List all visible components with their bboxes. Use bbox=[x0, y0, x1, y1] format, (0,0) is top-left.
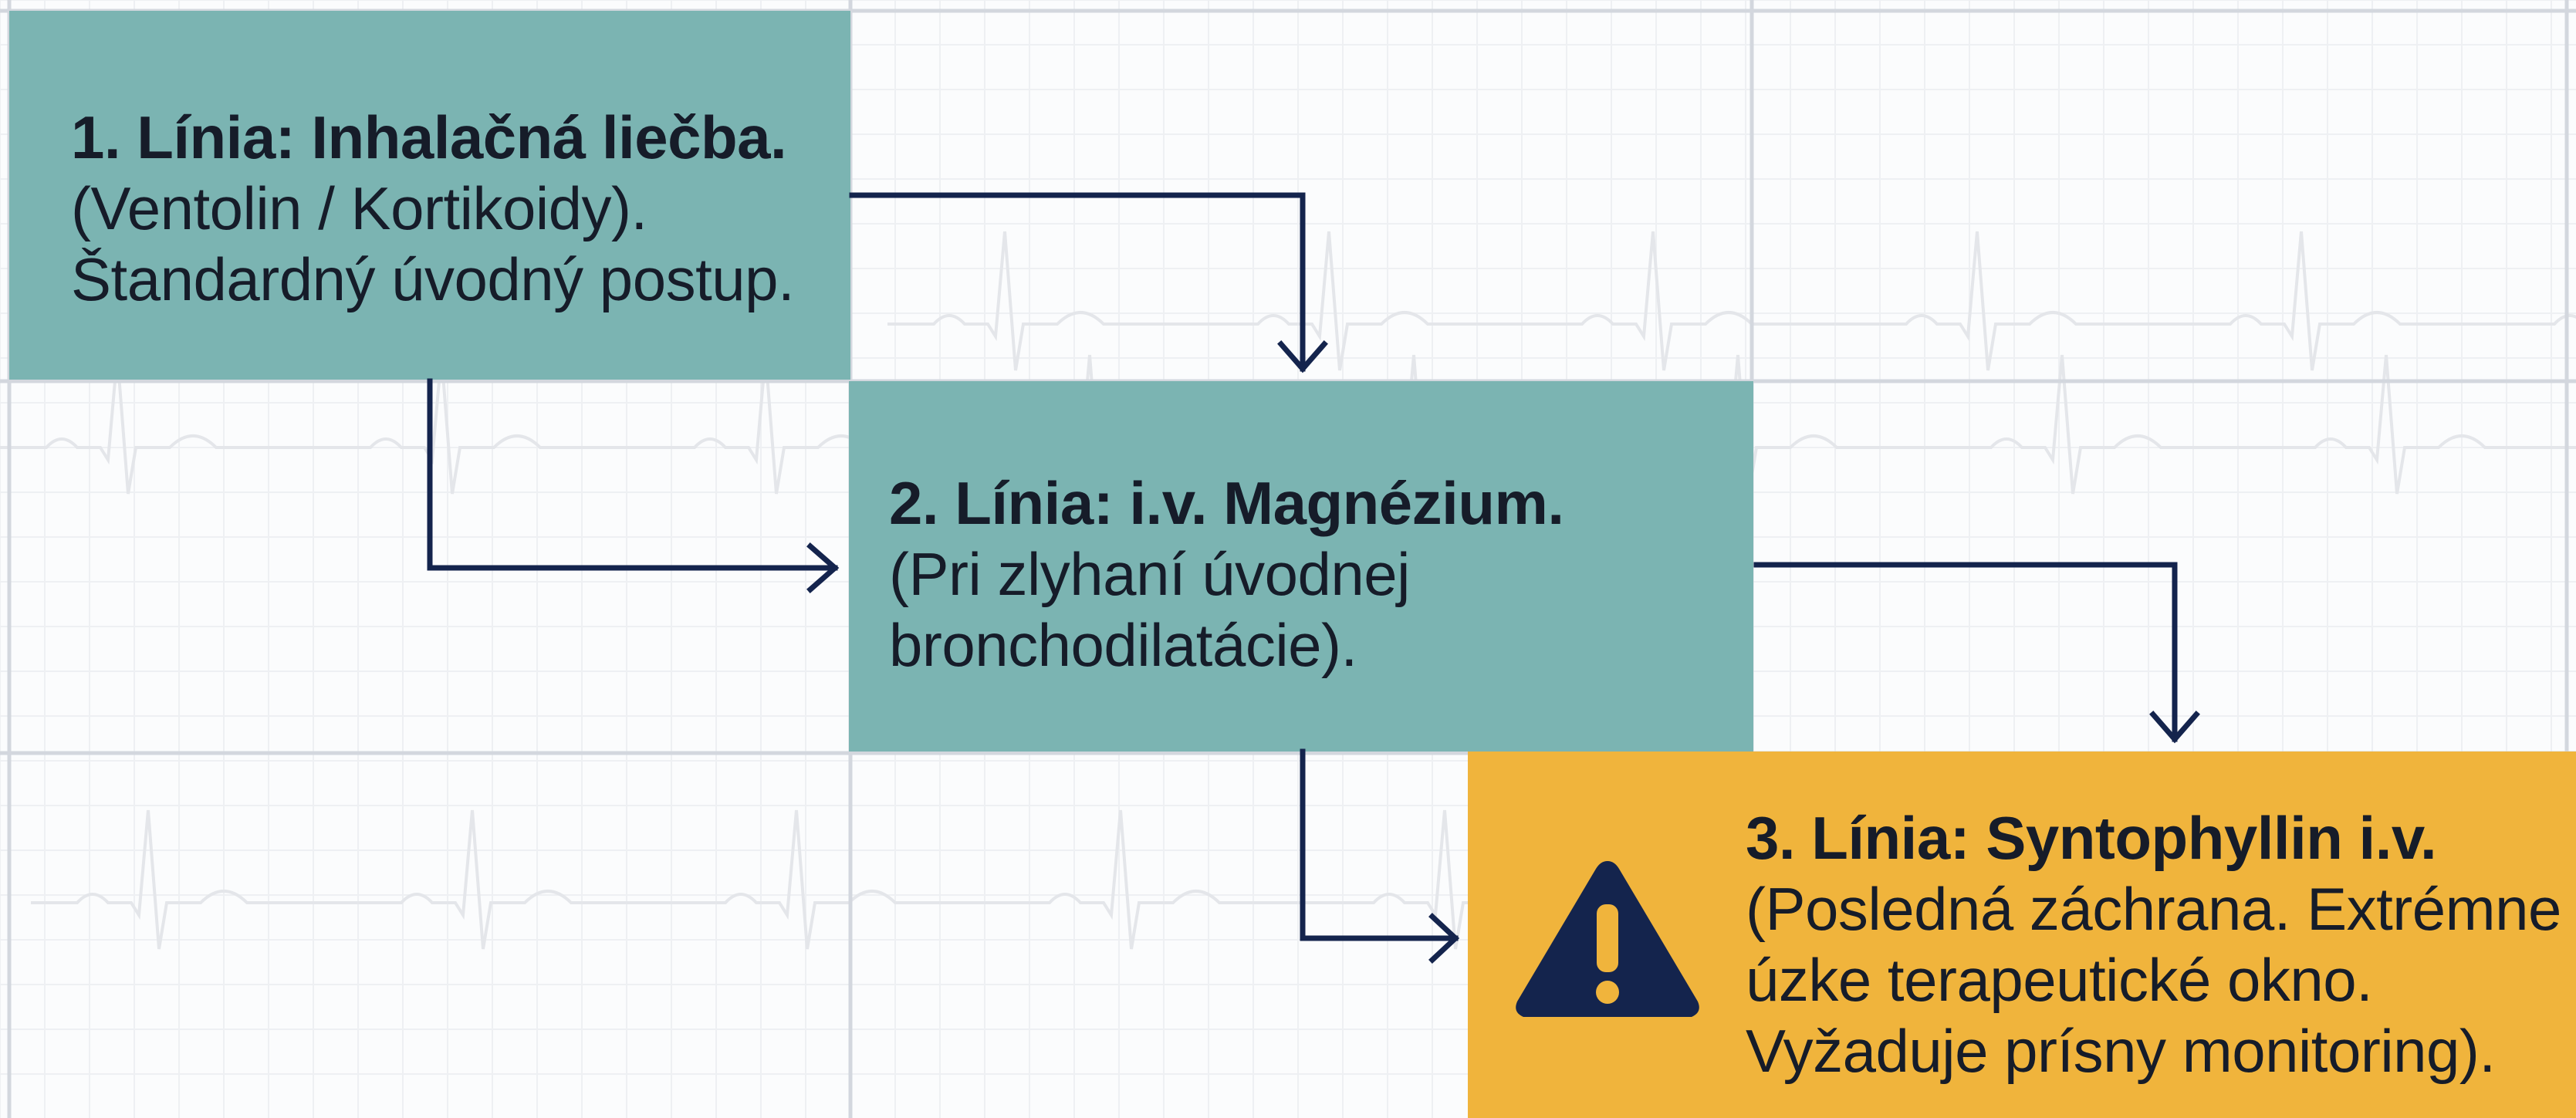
step-2-line-1: (Pri zlyhaní úvodnej bbox=[889, 540, 1411, 608]
step-3-line-2: úzke terapeutické okno. bbox=[1746, 946, 2373, 1014]
step-2-title: 2. Línia: i.v. Magnézium. bbox=[889, 469, 1564, 537]
step-3-line-3: Vyžaduje prísny monitoring). bbox=[1746, 1017, 2496, 1085]
step-1-box: 1. Línia: Inhalačná liečba. (Ventolin / … bbox=[9, 11, 850, 380]
step-3-box: 3. Línia: Syntophyllin i.v. (Posledná zá… bbox=[1468, 752, 2576, 1118]
step-1-title: 1. Línia: Inhalačná liečba. bbox=[71, 103, 787, 171]
step-1-line-2: Štandardný úvodný postup. bbox=[71, 245, 795, 313]
warning-triangle-icon bbox=[1516, 861, 1699, 1017]
ecg-trace bbox=[887, 231, 2576, 371]
step-2-line-2: bronchodilatácie). bbox=[889, 611, 1357, 679]
step-1-line-1: (Ventolin / Kortikoidy). bbox=[71, 174, 647, 242]
step-2-box: 2. Línia: i.v. Magnézium. (Pri zlyhaní ú… bbox=[849, 381, 1753, 752]
step-3-title: 3. Línia: Syntophyllin i.v. bbox=[1746, 804, 2437, 872]
step-3-line-1: (Posledná záchrana. Extrémne bbox=[1746, 875, 2561, 943]
